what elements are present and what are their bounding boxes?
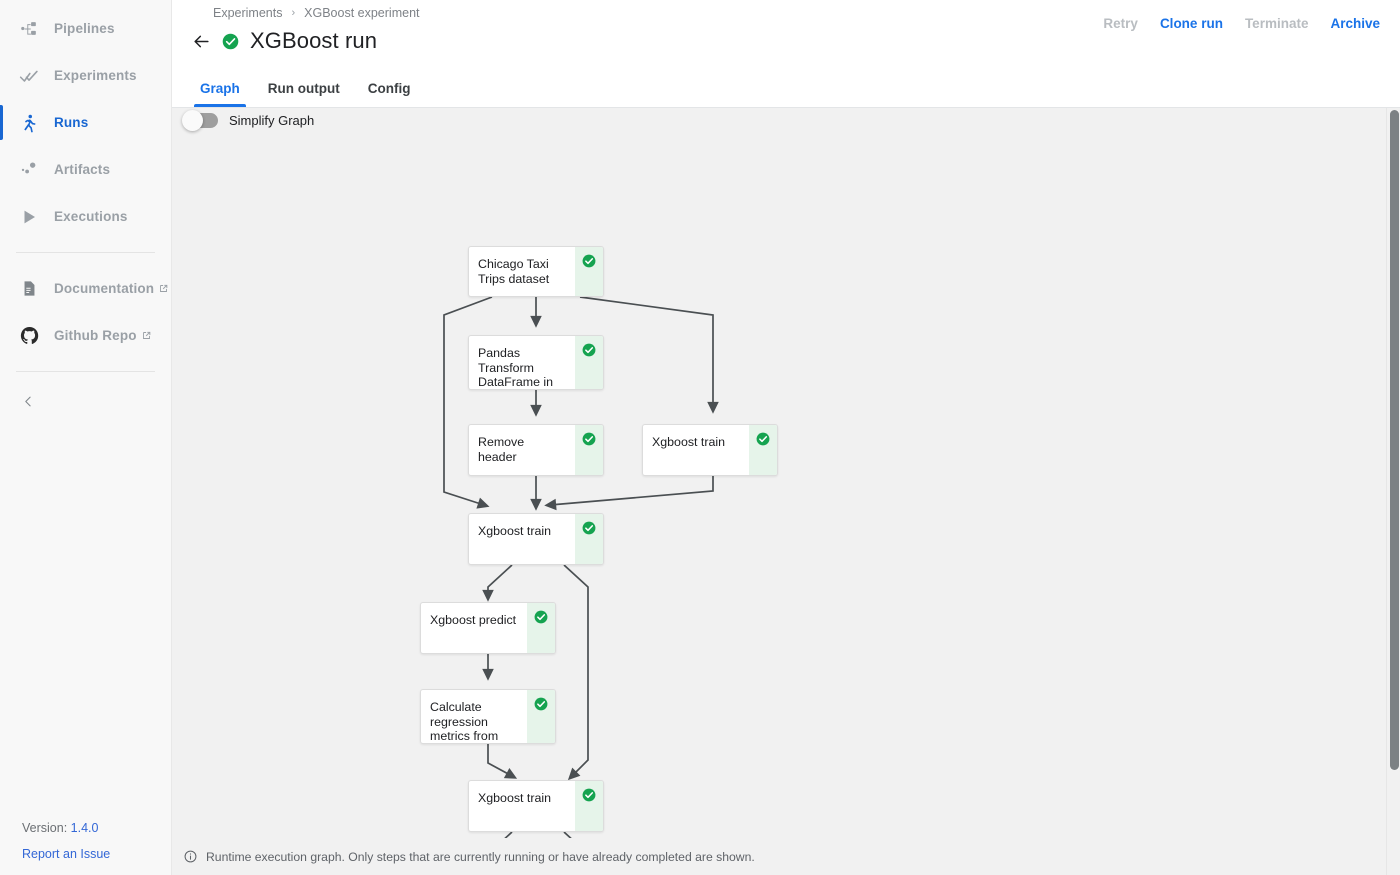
archive-button[interactable]: Archive xyxy=(1330,16,1380,31)
version-label: Version: xyxy=(22,821,68,835)
graph-node[interactable]: Xgboost train xyxy=(468,513,604,565)
graph-node-label: Calculate regression metrics from csv xyxy=(430,700,499,743)
sidebar-item-experiments[interactable]: Experiments xyxy=(0,52,171,99)
clone-run-button[interactable]: Clone run xyxy=(1159,16,1223,31)
sidebar-item-artifacts[interactable]: Artifacts xyxy=(0,146,171,193)
tab-run-output[interactable]: Run output xyxy=(267,81,340,96)
scrollbar-thumb[interactable] xyxy=(1390,110,1399,770)
graph-node-label: Xgboost train xyxy=(652,435,726,449)
sidebar-item-label: Pipelines xyxy=(54,21,115,36)
version-line: Version: 1.4.0 xyxy=(22,821,171,835)
graph-canvas[interactable]: Simplify Graph xyxy=(172,108,1400,875)
sidebar-divider-bottom xyxy=(16,371,155,372)
toggle-knob xyxy=(182,110,203,131)
tab-bar: Graph Run output Config xyxy=(172,71,1400,108)
graph-footnote-text: Runtime execution graph. Only steps that… xyxy=(206,849,755,864)
sidebar-divider-top xyxy=(16,252,155,253)
simplify-graph-toggle[interactable] xyxy=(182,110,218,131)
vertical-scrollbar[interactable] xyxy=(1386,108,1400,875)
graph-node[interactable]: Calculate regression metrics from csv xyxy=(420,689,556,744)
sidebar-item-pipelines[interactable]: Pipelines xyxy=(0,5,171,52)
external-link-icon xyxy=(159,281,168,296)
title-row: XGBoost run xyxy=(186,26,377,56)
tab-graph[interactable]: Graph xyxy=(186,70,254,107)
info-icon xyxy=(184,850,197,863)
graph-node-label: Pandas Transform DataFrame in CSV format xyxy=(478,346,554,389)
check-circle-icon xyxy=(582,788,596,802)
graph-node-status xyxy=(575,781,603,831)
sidebar-item-label: Experiments xyxy=(54,68,137,83)
graph-node[interactable]: Xgboost predict xyxy=(420,602,556,654)
graph-node[interactable]: Remove header xyxy=(468,424,604,476)
graph-edges xyxy=(443,296,719,875)
chevron-left-icon xyxy=(22,395,35,413)
sidebar-item-executions[interactable]: Executions xyxy=(0,193,171,240)
sidebar-item-label: Documentation xyxy=(54,281,155,296)
check-circle-icon xyxy=(582,343,596,357)
graph-footnote: Runtime execution graph. Only steps that… xyxy=(172,838,1400,875)
sidebar-item-documentation[interactable]: Documentation xyxy=(0,265,171,312)
breadcrumb-separator: › xyxy=(291,7,296,19)
pipelines-icon xyxy=(18,18,40,40)
simplify-graph-label: Simplify Graph xyxy=(229,113,315,128)
check-circle-icon xyxy=(756,432,770,446)
graph-node[interactable]: Pandas Transform DataFrame in CSV format xyxy=(468,335,604,390)
graph-node-status xyxy=(527,690,555,743)
version-value[interactable]: 1.4.0 xyxy=(70,821,99,835)
sidebar-collapse-button[interactable] xyxy=(0,384,171,424)
experiments-icon xyxy=(18,65,40,87)
sidebar-item-github-repo[interactable]: Github Repo xyxy=(0,312,171,359)
report-issue-link[interactable]: Report an Issue xyxy=(22,847,111,861)
header-actions: Retry Clone run Terminate Archive xyxy=(1103,16,1380,31)
check-circle-icon xyxy=(582,521,596,535)
sidebar-item-label: Artifacts xyxy=(54,162,111,177)
graph-node-label: Xgboost train xyxy=(478,791,552,805)
retry-button[interactable]: Retry xyxy=(1103,16,1138,31)
page-title: XGBoost run xyxy=(250,28,378,53)
simplify-graph-toggle-row: Simplify Graph xyxy=(178,110,315,131)
graph-node-status xyxy=(527,603,555,653)
run-status-check-circle-icon xyxy=(222,33,239,50)
graph-node-label: Xgboost predict xyxy=(430,613,517,627)
graph-node-status xyxy=(575,336,603,389)
sidebar-footer: Version: 1.4.0 Report an Issue xyxy=(0,821,171,861)
check-circle-icon xyxy=(534,610,548,624)
graph-node-status xyxy=(575,425,603,475)
document-icon xyxy=(18,278,40,300)
breadcrumb: Experiments › XGBoost experiment xyxy=(213,6,420,20)
terminate-button[interactable]: Terminate xyxy=(1244,16,1309,31)
graph-node-label: Xgboost train xyxy=(478,524,552,538)
graph-node[interactable]: Xgboost train xyxy=(642,424,778,476)
runs-icon xyxy=(18,112,40,134)
github-icon xyxy=(18,325,40,347)
top-bar: Experiments › XGBoost experiment XGBoost… xyxy=(172,0,1400,71)
sidebar-item-label: Runs xyxy=(54,115,89,130)
graph-node-status xyxy=(575,247,603,296)
check-circle-icon xyxy=(582,432,596,446)
sidebar-item-runs[interactable]: Runs xyxy=(0,99,171,146)
external-link-icon xyxy=(142,328,151,343)
back-arrow-icon[interactable] xyxy=(186,26,216,56)
graph-node-status xyxy=(749,425,777,475)
graph-node-label: Remove header xyxy=(478,435,525,464)
tab-config[interactable]: Config xyxy=(367,81,411,96)
executions-icon xyxy=(18,206,40,228)
sidebar-item-label: Executions xyxy=(54,209,128,224)
graph-node-status xyxy=(575,514,603,564)
breadcrumb-item-experiments[interactable]: Experiments xyxy=(213,6,283,20)
check-circle-icon xyxy=(534,697,548,711)
sidebar: Pipelines Experiments Runs xyxy=(0,0,172,875)
sidebar-item-label: Github Repo xyxy=(54,328,137,343)
graph-layer: Chicago Taxi Trips dataset Pandas Transf… xyxy=(172,108,1400,875)
graph-node[interactable]: Chicago Taxi Trips dataset xyxy=(468,246,604,297)
graph-node[interactable]: Xgboost train xyxy=(468,780,604,832)
breadcrumb-item-xgboost-experiment[interactable]: XGBoost experiment xyxy=(304,6,420,20)
main-content: Experiments › XGBoost experiment XGBoost… xyxy=(172,0,1400,875)
check-circle-icon xyxy=(582,254,596,268)
artifacts-icon xyxy=(18,159,40,181)
graph-node-label: Chicago Taxi Trips dataset xyxy=(478,257,550,286)
